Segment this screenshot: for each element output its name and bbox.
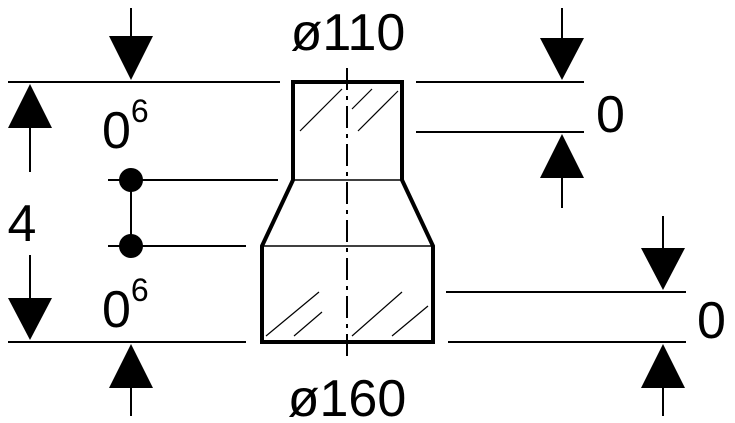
- upper-left-tolerance: 06: [102, 93, 149, 160]
- lower-left-tolerance: 06: [102, 272, 149, 339]
- diameter-bottom-label: ø160: [288, 370, 407, 423]
- reducer-outline: [260, 80, 435, 344]
- lower-section-hatching: [265, 291, 429, 337]
- arrow-up-icon: [109, 344, 153, 388]
- arrow-up-icon: [540, 134, 584, 178]
- arrow-up-icon: [641, 344, 685, 388]
- dot-marker-bottom: [119, 234, 143, 258]
- arrow-up-icon: [8, 84, 52, 128]
- upper-right-tolerance: 0: [596, 86, 625, 144]
- dim-total-label: 4: [8, 195, 37, 253]
- diameter-top-label: ø110: [291, 4, 406, 62]
- lower-right-tolerance: 0: [697, 292, 726, 350]
- upper-section-hatching: [299, 88, 399, 132]
- arrow-down-icon: [641, 248, 685, 290]
- arrow-down-icon: [109, 36, 153, 80]
- arrow-down-icon: [540, 38, 584, 80]
- dot-marker-top: [119, 168, 143, 192]
- arrow-down-icon: [8, 298, 52, 340]
